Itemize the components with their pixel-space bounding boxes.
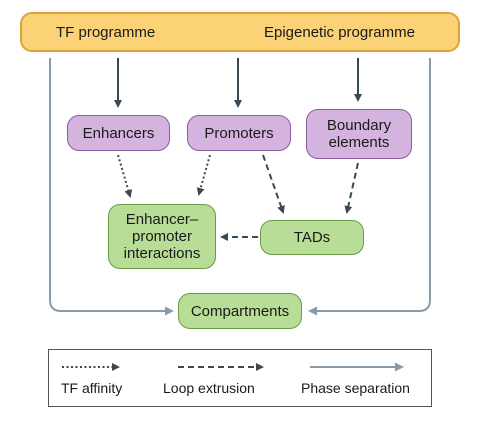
enhancer-promoter-interactions-node: Enhancer–promoter interactions	[108, 204, 216, 269]
legend-phase-separation-label: Phase separation	[301, 380, 410, 396]
legend-loop-extrusion-label: Loop extrusion	[163, 380, 255, 396]
phase-separation-right-arrow	[308, 58, 431, 316]
tads-node: TADs	[260, 220, 364, 255]
tf-affinity-arrow-enhancers	[117, 154, 133, 198]
loop-extrusion-arrow-promoters-tads	[262, 154, 285, 214]
loop-extrusion-arrow-boundary-tads	[344, 162, 359, 214]
tf-programme-label: TF programme	[56, 24, 156, 41]
tf-affinity-arrow-promoters	[196, 154, 211, 196]
compartments-node: Compartments	[178, 293, 302, 329]
legend-tf-affinity-label: TF affinity	[61, 380, 123, 396]
promoters-node: Promoters	[187, 115, 291, 151]
legend: TF affinity Loop extrusion Phase separat…	[48, 349, 432, 407]
programme-bar: TF programme Epigenetic programme	[20, 12, 460, 52]
phase-separation-left-arrow	[49, 58, 174, 316]
enhancers-node: Enhancers	[67, 115, 170, 151]
epigenetic-programme-label: Epigenetic programme	[264, 24, 415, 41]
boundary-elements-node: Boundary elements	[306, 109, 412, 159]
